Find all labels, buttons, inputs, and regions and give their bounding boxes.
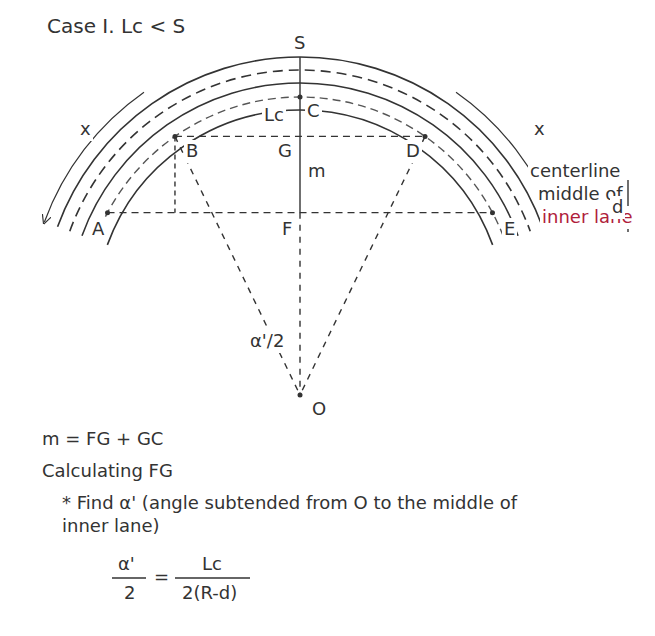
equation-part: 2 (122, 582, 137, 605)
length-label: m (306, 160, 328, 183)
dimension-label: d (610, 196, 625, 219)
point (298, 393, 303, 398)
radius-line (299, 213, 300, 395)
radius-line (300, 136, 425, 395)
equation-part: 2(R-d) (180, 582, 239, 605)
point-label: D (404, 140, 422, 163)
equation-part: Lc (200, 553, 224, 576)
point-label: C (305, 100, 322, 123)
length-label: Lc (262, 104, 286, 127)
point (172, 134, 177, 139)
equation: m = FG + GC (40, 428, 165, 451)
point-label: A (90, 218, 106, 241)
point (490, 210, 495, 215)
length-label: x (532, 118, 547, 141)
point-label: B (184, 140, 200, 163)
callout-text: centerline (528, 160, 622, 183)
point-label: E (502, 218, 517, 241)
length-label: x (78, 118, 93, 141)
note: Calculating FG (40, 460, 175, 483)
angle-label: α'/2 (248, 330, 286, 353)
note: * Find α' (angle subtended from O to the… (60, 492, 534, 537)
equation-part: = (152, 566, 171, 589)
outer-edge (58, 57, 543, 227)
fraction-bar (175, 577, 250, 578)
drop-line (174, 136, 175, 212)
equation-part: α' (116, 553, 137, 576)
point-label: F (280, 218, 294, 241)
point (423, 134, 428, 139)
middle-ordinate (299, 57, 300, 213)
length-arrow (44, 92, 144, 222)
point-label: O (310, 398, 328, 421)
point (105, 210, 110, 215)
radius-line (175, 136, 300, 395)
point (298, 95, 303, 100)
point-label: S (292, 32, 307, 55)
fraction-bar (112, 577, 146, 578)
case-title: Case I. Lc < S (45, 14, 187, 39)
point-label: G (276, 140, 294, 163)
